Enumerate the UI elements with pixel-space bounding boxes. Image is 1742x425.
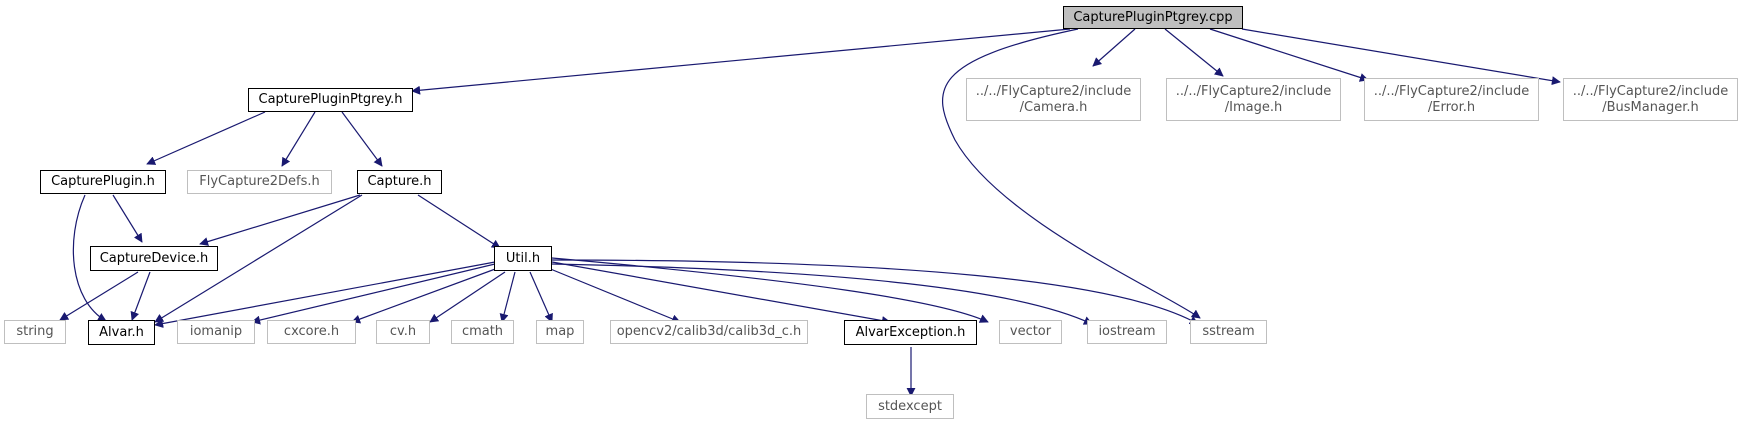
edge-util-to-cv-h [429, 271, 506, 323]
edge-util-to-vector [551, 257, 989, 323]
edge-cph-to-capturedevice-h [112, 194, 143, 243]
edge-cph-to-alvar-h [72, 194, 107, 322]
edge-util-to-cmath [499, 271, 516, 323]
node-camera-h-line2: /Camera.h [1019, 99, 1088, 115]
edge-util-to-sstream [551, 259, 1199, 325]
node-image-h-line2: /Image.h [1224, 99, 1283, 115]
edge-cdh-to-alvar-h [130, 271, 151, 321]
edge-util-to-iostream [551, 263, 1093, 325]
node-string[interactable]: string [4, 320, 66, 344]
edge-root-to-sstream [942, 28, 1201, 319]
edge-caph-to-util-h [417, 194, 501, 249]
edge-util-to-alvarexception-h [551, 261, 891, 326]
node-image-h-line1: ../../FlyCapture2/include [1175, 83, 1332, 99]
edge-root-to-camera-h [1092, 28, 1136, 67]
node-captureplugin-ptgrey-h[interactable]: CapturePluginPtgrey.h [248, 88, 413, 112]
node-capturedevice-h[interactable]: CaptureDevice.h [90, 246, 218, 271]
node-util-h[interactable]: Util.h [494, 246, 552, 271]
node-error-h-line2: /Error.h [1427, 99, 1476, 115]
edge-cpph-to-flycapture2defs-h [281, 111, 316, 167]
node-iostream[interactable]: iostream [1087, 320, 1167, 344]
node-flycapture2-camera-h[interactable]: ../../FlyCapture2/include /Camera.h [966, 78, 1141, 121]
node-cxcore-h[interactable]: cxcore.h [267, 320, 356, 344]
edge-cpph-to-captureplugin-h [146, 111, 266, 165]
node-flycapture2-busmanager-h[interactable]: ../../FlyCapture2/include /BusManager.h [1563, 78, 1738, 121]
edge-util-to-cxcore-h [351, 267, 499, 324]
node-camera-h-line1: ../../FlyCapture2/include [975, 83, 1132, 99]
node-flycapture2defs-h[interactable]: FlyCapture2Defs.h [187, 170, 332, 194]
edge-caph-to-capturedevice-h [199, 194, 361, 246]
edge-root-to-error-h [1209, 28, 1369, 82]
node-busmanager-h-line1: ../../FlyCapture2/include [1572, 83, 1729, 99]
edge-cpph-to-capture-h [341, 111, 383, 167]
edge-root-to-image-h [1164, 28, 1224, 77]
node-cv-h[interactable]: cv.h [376, 320, 430, 344]
edge-caph-to-alvar-h [154, 194, 363, 323]
edge-cdh-to-string [59, 271, 139, 321]
node-flycapture2-image-h[interactable]: ../../FlyCapture2/include /Image.h [1166, 78, 1341, 121]
node-alvar-h[interactable]: Alvar.h [88, 320, 155, 345]
node-map[interactable]: map [536, 320, 584, 344]
node-calib3d-c-h[interactable]: opencv2/calib3d/calib3d_c.h [610, 320, 808, 344]
edge-util-to-map [529, 271, 553, 323]
node-alvarexception-h[interactable]: AlvarException.h [844, 320, 977, 345]
node-captureplugin-h[interactable]: CapturePlugin.h [40, 170, 166, 194]
edge-root-to-busmanager-h [1241, 28, 1561, 86]
node-cmath[interactable]: cmath [451, 320, 514, 344]
edge-util-to-alvar-h [154, 261, 496, 328]
node-iomanip[interactable]: iomanip [177, 320, 255, 344]
node-flycapture2-error-h[interactable]: ../../FlyCapture2/include /Error.h [1364, 78, 1539, 121]
edge-root-to-captureplugin-ptgrey-h [411, 28, 1071, 95]
node-stdexcept[interactable]: stdexcept [866, 394, 954, 419]
node-captureplugin-ptgrey-cpp[interactable]: CapturePluginPtgrey.cpp [1063, 6, 1243, 29]
node-busmanager-h-line2: /BusManager.h [1602, 99, 1699, 115]
node-vector[interactable]: vector [999, 320, 1062, 344]
node-sstream[interactable]: sstream [1190, 320, 1267, 344]
node-capture-h[interactable]: Capture.h [357, 170, 442, 194]
edge-util-to-iomanip [251, 263, 496, 325]
node-error-h-line1: ../../FlyCapture2/include [1373, 83, 1530, 99]
edge-util-to-calib3d [547, 267, 681, 324]
